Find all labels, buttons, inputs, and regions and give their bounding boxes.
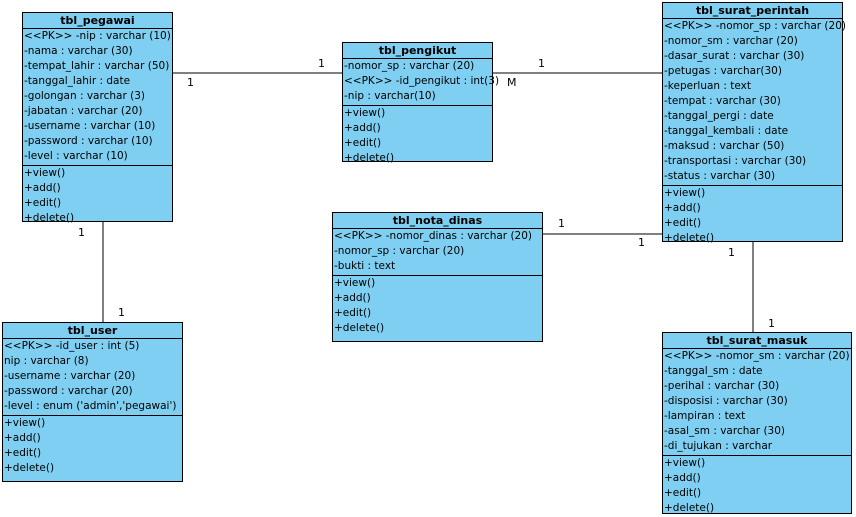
attribute-row: -di_tujukan : varchar <box>664 440 773 452</box>
attribute-row: -tanggal_lahir : date <box>24 75 131 87</box>
attribute-row: -nama : varchar (30) <box>24 45 133 57</box>
class-tbl-pengikut[interactable]: tbl_pengikut-nomor_sp : varchar (20) <<PK… <box>342 42 500 164</box>
attribute-row: -tanggal_sm : date <box>664 365 763 377</box>
attribute-row: -username : varchar (20) <box>4 370 136 382</box>
class-tbl-pegawai[interactable]: tbl_pegawai<<PK>> -nip : varchar (10) -na… <box>22 12 173 224</box>
attribute-row: -level : enum ('admin','pegawai') <box>4 400 177 412</box>
attribute-row: <<PK>> -nip : varchar (10) <box>24 30 171 42</box>
operation-row: +edit() <box>334 307 372 319</box>
attribute-row: -level : varchar (10) <box>24 150 128 162</box>
mult-pegawai-user-from: 1 <box>78 226 85 239</box>
operation-row: +add() <box>4 432 41 444</box>
mult-pegawai-pengikut-to: 1 <box>318 57 325 70</box>
attribute-row: <<PK>> -nomor_dinas : varchar (20) <box>334 230 532 242</box>
mult-pegawai-pengikut-from: 1 <box>187 76 194 89</box>
operation-row: +add() <box>334 292 371 304</box>
attribute-row: -nip : varchar(10) <box>344 90 436 102</box>
class-tbl-nota-dinas[interactable]: tbl_nota_dinas<<PK>> -nomor_dinas : varc… <box>332 212 543 342</box>
class-tbl-surat-masuk[interactable]: tbl_surat_masuk<<PK>> -nomor_sm : varcha… <box>662 332 852 514</box>
attributes-section: <<PK>> -id_user : int (5) nip : varchar … <box>3 339 182 416</box>
operation-row: +add() <box>664 472 701 484</box>
mult-nota-sp-from: 1 <box>558 217 565 230</box>
attribute-row: -tanggal_pergi : date <box>664 110 774 122</box>
attribute-row: -keperluan : text <box>664 80 751 92</box>
operations-section: +view() +add() +edit() +delete() <box>23 166 172 227</box>
attribute-row: -transportasi : varchar (30) <box>664 155 807 167</box>
operation-row: +add() <box>344 122 381 134</box>
attributes-section: -nomor_sp : varchar (20) <<PK>> -id_pengi… <box>343 59 500 106</box>
attribute-row: -jabatan : varchar (20) <box>24 105 143 117</box>
mult-pengikut-sp-from: M <box>507 76 517 89</box>
operation-row: +view() <box>334 277 376 289</box>
attribute-row: -petugas : varchar(30) <box>664 65 782 77</box>
class-name: tbl_surat_masuk <box>663 333 851 349</box>
attribute-row: -asal_sm : varchar (30) <box>664 425 786 437</box>
mult-nota-sp-to: 1 <box>638 236 645 249</box>
attribute-row: -lampiran : text <box>664 410 746 422</box>
attribute-row: nip : varchar (8) <box>4 355 89 367</box>
attribute-row: -disposisi : varchar (30) <box>664 395 788 407</box>
operations-section: +view() +add() +edit() +delete() <box>3 416 182 477</box>
operations-section: +view() +add() +edit() +delete() <box>333 276 542 337</box>
attribute-row: -status : varchar (30) <box>664 170 776 182</box>
attribute-row: -tanggal_kembali : date <box>664 125 789 137</box>
class-name: tbl_pengikut <box>343 43 492 59</box>
operation-row: +delete() <box>24 212 75 224</box>
operation-row: +delete() <box>334 322 385 334</box>
class-name: tbl_nota_dinas <box>333 213 542 229</box>
operation-row: +add() <box>664 202 701 214</box>
operation-row: +view() <box>664 457 706 469</box>
attributes-section: <<PK>> -nip : varchar (10) -nama : varcha… <box>23 29 172 166</box>
operation-row: +edit() <box>664 487 702 499</box>
attribute-row: -username : varchar (10) <box>24 120 156 132</box>
attribute-row: -maksud : varchar (50) <box>664 140 785 152</box>
operation-row: +view() <box>344 107 386 119</box>
attributes-section: <<PK>> -nomor_sp : varchar (20) -nomor_sm… <box>663 19 846 186</box>
attribute-row: -tempat_lahir : varchar (50) <box>24 60 170 72</box>
class-name: tbl_user <box>3 323 182 339</box>
attribute-row: -nomor_sp : varchar (20) <box>334 245 465 257</box>
attributes-section: <<PK>> -nomor_sm : varchar (20) -tanggal_… <box>663 349 851 456</box>
operation-row: +delete() <box>344 152 395 164</box>
operations-section: +view() +add() +edit() +delete() <box>663 456 851 517</box>
operations-section: +view() +add() +edit() +delete() <box>663 186 842 247</box>
operation-row: +view() <box>24 167 66 179</box>
mult-sp-sm-to: 1 <box>768 317 775 330</box>
operations-section: +view() +add() +edit() +delete() <box>343 106 492 167</box>
mult-pengikut-sp-to: 1 <box>538 57 545 70</box>
attribute-row: -nomor_sp : varchar (20) <box>344 60 475 72</box>
operation-row: +delete() <box>4 462 55 474</box>
attribute-row: -tempat : varchar (30) <box>664 95 781 107</box>
operation-row: +delete() <box>664 232 715 244</box>
mult-sp-sm-from: 1 <box>728 246 735 259</box>
attribute-row: -password : varchar (20) <box>4 385 133 397</box>
operation-row: +view() <box>4 417 46 429</box>
attribute-row: -nomor_sm : varchar (20) <box>664 35 798 47</box>
operation-row: +delete() <box>664 502 715 514</box>
attribute-row: -password : varchar (10) <box>24 135 153 147</box>
class-tbl-surat-perintah[interactable]: tbl_surat_perintah<<PK>> -nomor_sp : var… <box>662 2 846 244</box>
attribute-row: -bukti : text <box>334 260 396 272</box>
operation-row: +add() <box>24 182 61 194</box>
operation-row: +edit() <box>344 137 382 149</box>
attribute-row: -perihal : varchar (30) <box>664 380 780 392</box>
attribute-row: <<PK>> -nomor_sp : varchar (20) <box>664 20 846 32</box>
operation-row: +edit() <box>4 447 42 459</box>
attribute-row: <<PK>> -id_pengikut : int(3) <box>344 75 500 87</box>
class-name: tbl_pegawai <box>23 13 172 29</box>
attribute-row: -dasar_surat : varchar (30) <box>664 50 805 62</box>
attribute-row: <<PK>> -id_user : int (5) <box>4 340 140 352</box>
attributes-section: <<PK>> -nomor_dinas : varchar (20) -nomor… <box>333 229 542 276</box>
class-name: tbl_surat_perintah <box>663 3 842 19</box>
class-tbl-user[interactable]: tbl_user<<PK>> -id_user : int (5) nip : … <box>2 322 183 482</box>
attribute-row: <<PK>> -nomor_sm : varchar (20) <box>664 350 850 362</box>
operation-row: +edit() <box>664 217 702 229</box>
mult-pegawai-user-to: 1 <box>118 306 125 319</box>
attribute-row: -golongan : varchar (3) <box>24 90 145 102</box>
operation-row: +view() <box>664 187 706 199</box>
operation-row: +edit() <box>24 197 62 209</box>
